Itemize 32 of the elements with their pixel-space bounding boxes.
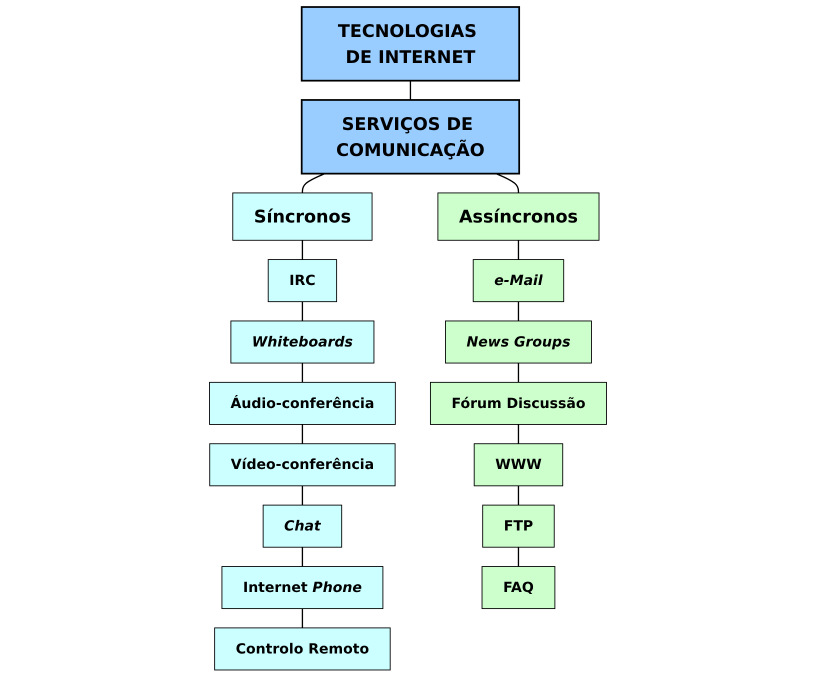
connector [518,363,520,382]
node-box: Áudio-conferência [209,382,396,425]
connector [496,173,520,193]
connector [518,486,520,506]
connector [302,486,304,506]
node-box: Fórum Discussão [430,382,607,425]
node-box: Assíncronos [437,192,600,241]
connector [518,547,520,566]
node-box: Internet Phone [222,566,384,610]
node-box: Controlo Remoto [214,627,391,670]
node-box: TECNOLOGIAS DE INTERNET [300,6,520,82]
node-box: Síncronos [232,192,372,241]
connector [302,608,304,628]
connector [302,302,304,321]
connector [302,547,304,566]
node-box: Vídeo-conferência [209,443,396,486]
connector [518,302,520,321]
connector [302,424,304,444]
node-box: e-Mail [472,259,564,302]
node-box: FTP [482,504,555,548]
connector [302,173,326,193]
node-box: Whiteboards [230,320,374,364]
connector [302,363,304,382]
connector [518,424,520,444]
node-box: WWW [474,443,564,486]
connector [410,80,412,100]
node-box: SERVIÇOS DE COMUNICAÇÃO [300,99,520,175]
node-box: IRC [268,259,338,302]
node-box: News Groups [445,320,592,364]
connector [302,240,304,260]
connector [518,240,520,260]
node-box: FAQ [482,566,556,610]
